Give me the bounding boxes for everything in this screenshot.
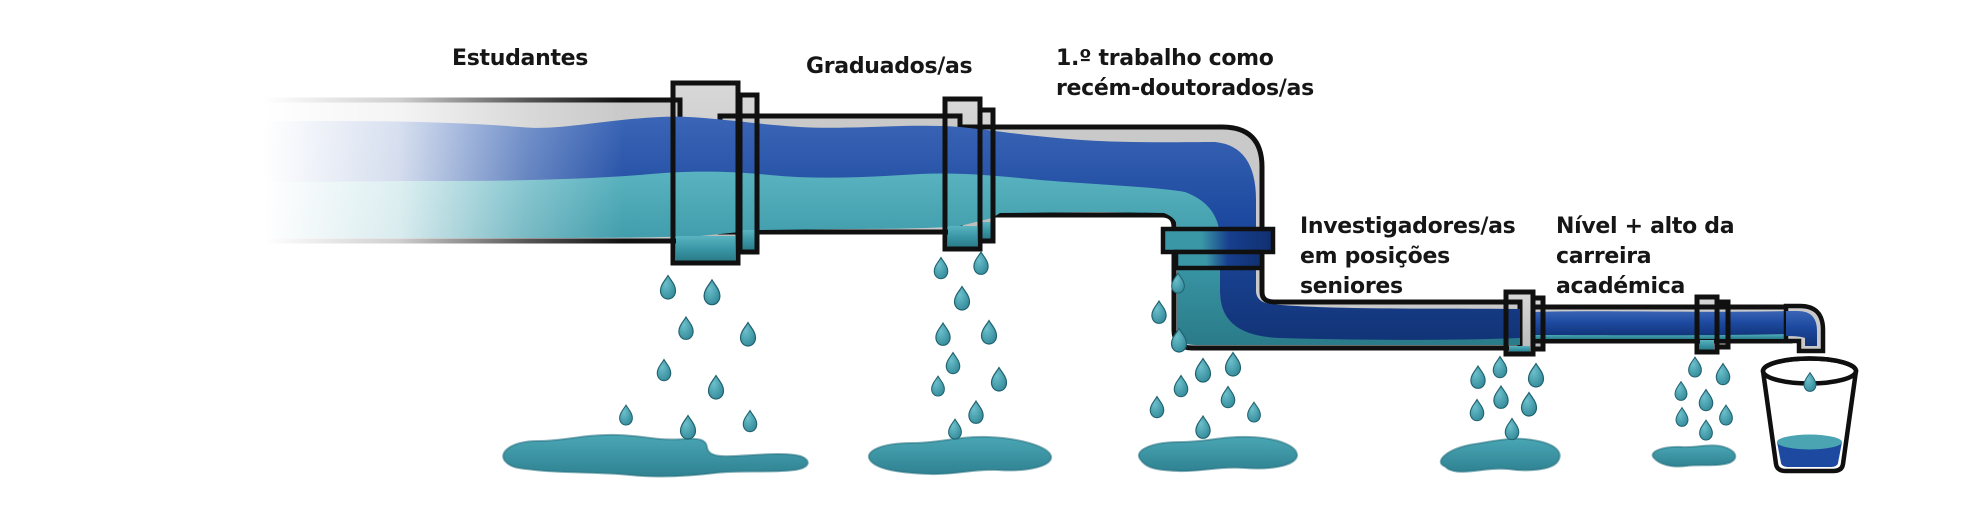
water-drop-icon [1504,418,1520,441]
water-drop-icon [1674,381,1688,401]
water-drop-icon [1493,385,1509,409]
water-drop-icon [1173,375,1189,398]
water-drop-icon [679,414,697,440]
water-drop-icon [933,257,949,280]
label-estudantes: Estudantes [452,46,589,71]
water-drop-icon [1247,401,1261,423]
water-drop-icon [1149,396,1165,419]
water-drop-icon [619,404,633,426]
water-drop-icon [678,316,694,340]
coupling-1-ring-leak-fill [742,230,755,250]
coupling-2-ring-leak-fill [982,222,991,239]
water-drop-icon [968,400,984,424]
water-drop-icon [1492,356,1508,379]
coupling-5-leak-fill [1700,340,1714,350]
water-drop-icon [945,352,961,375]
water-drop-icon [1151,300,1167,324]
coupling-2-leak-fill [948,226,977,247]
water-drop-icon [742,410,758,433]
water-drop-icon [1224,351,1242,377]
puddles [502,433,1737,478]
water-drop-icon [1715,363,1731,386]
label-topo-carreira: Nível + alto da carreira académica [1556,214,1735,299]
water-drop-icon [931,375,945,397]
coupling-4-leak-fill [1509,346,1530,352]
nozzle-water [1786,311,1817,346]
coupling-3-band-upper [1160,226,1276,255]
puddle-1 [502,433,809,478]
puddle-2 [867,435,1053,476]
water-drop-icon [948,418,962,440]
water-drop-icon [1220,386,1236,409]
puddle-3 [1137,435,1298,473]
puddle-4 [1439,437,1561,473]
water-drop-icon [1195,415,1211,439]
collection-glass [1760,356,1859,474]
water-drop-icon [1719,404,1733,426]
coupling-3-collar [1160,226,1276,271]
water-drop-icon [739,321,757,347]
left-fade-overlay [174,70,624,300]
puddle-5 [1651,444,1737,468]
coupling-outlines [670,80,1731,357]
water-drop-icon [707,374,725,400]
water-drop-icon [659,274,677,300]
pipe-nozzle [1783,303,1826,354]
water-drop-icon [935,322,951,346]
water-drop-icon [656,359,672,382]
coupling-1-leak-fill [676,236,735,261]
water-drop-icon [1194,357,1212,383]
label-recem-doutorados: 1.º trabalho como recém-doutorados/as [1056,46,1314,101]
coupling-3-band-lower [1173,249,1265,271]
water-drop-icon [1699,419,1713,441]
water-drop-icon [1688,356,1702,378]
water-drop-icon [980,319,998,345]
water-drop-icon [990,366,1008,392]
water-drop-icon [1698,389,1714,412]
label-graduados: Graduados/as [806,54,973,79]
water-drop-icon [1527,362,1545,388]
water-drop-icon [703,279,721,306]
water-drop-icon [1520,391,1538,417]
water-drop-icon [1469,399,1485,422]
glass-water-surface [1777,434,1842,450]
label-investigadores: Investigadores/as em posições seniores [1300,214,1516,299]
water-drop-icon [973,251,989,275]
water-drop-icon [1470,365,1486,389]
final-blue-band [1533,311,1790,337]
water-drop-icon [953,285,971,311]
water-drop-icon [1675,407,1689,427]
